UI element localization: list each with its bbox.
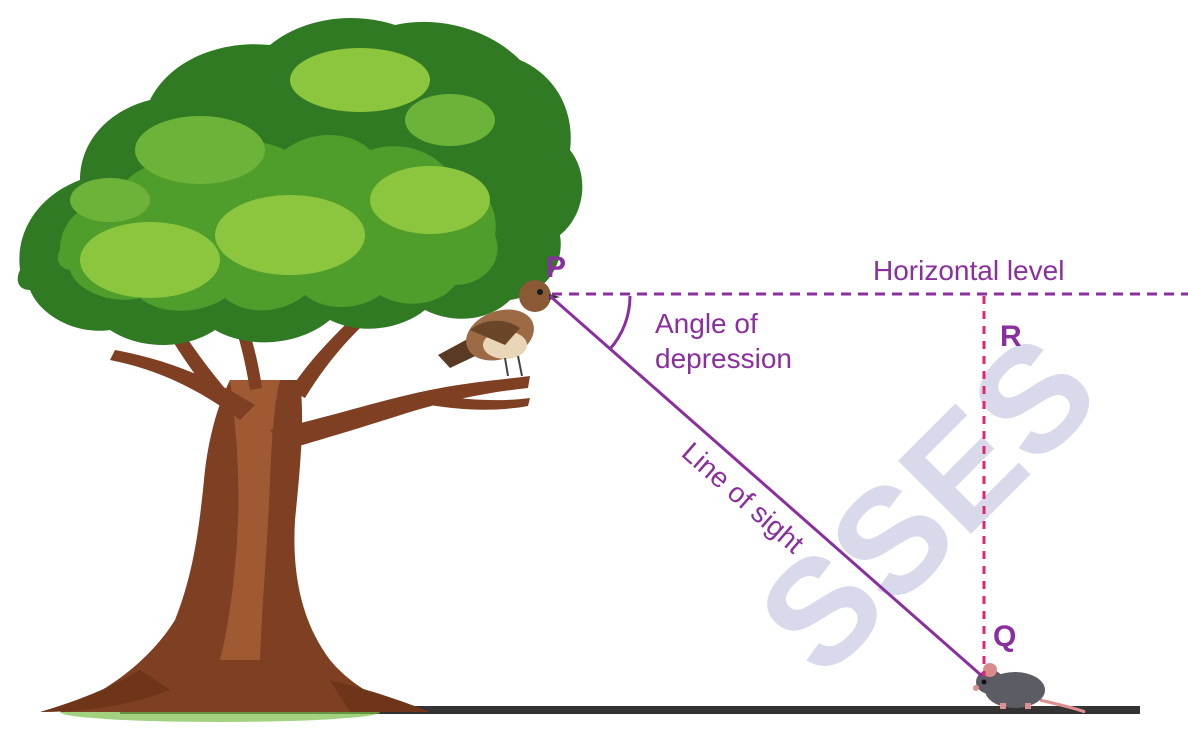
label-p: P bbox=[546, 251, 566, 284]
angle-arc bbox=[610, 296, 630, 349]
label-r: R bbox=[1000, 320, 1022, 353]
tree-icon bbox=[18, 18, 583, 712]
label-horizontal-level: Horizontal level bbox=[873, 255, 1064, 286]
label-angle-line2: depression bbox=[655, 343, 792, 374]
label-q: Q bbox=[993, 620, 1016, 653]
mouse-icon bbox=[973, 663, 1085, 712]
label-line-of-sight: Line of sight bbox=[676, 436, 810, 559]
label-angle-line1: Angle of bbox=[655, 308, 758, 339]
